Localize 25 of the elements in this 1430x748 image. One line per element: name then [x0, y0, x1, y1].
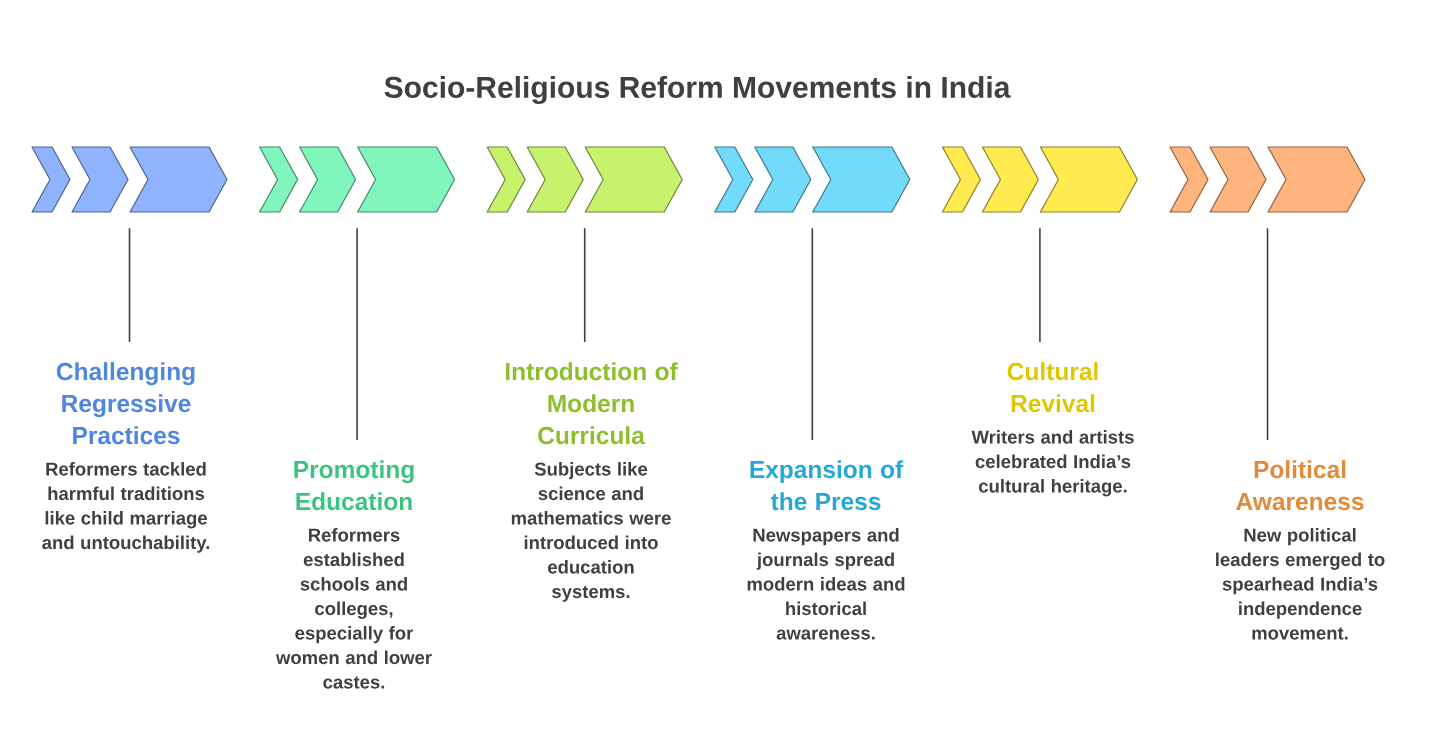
leader-line: [1266, 227, 1269, 441]
step-description: New political leaders emerged to spearhead India’s independence movement.: [1216, 528, 1385, 640]
step-description: Writers and artists celebrated India’s cultural heritage.: [971, 430, 1134, 497]
chevron-arrows: [714, 146, 911, 213]
chevron-arrows: [1169, 146, 1366, 213]
step-heading: Introduction of Modern Curricula: [505, 362, 678, 445]
step-heading: Expansion of the Press: [750, 460, 904, 511]
step-heading: Cultural Revival: [1007, 362, 1098, 413]
leader-line: [356, 227, 358, 441]
step-description: Subjects like science and mathematics were introduced into education systems.: [511, 462, 671, 602]
leader-line: [811, 227, 814, 441]
step-description: Reformers established schools and colleges, especially for women and lower castes.: [275, 528, 432, 689]
chevron-arrows: [31, 146, 228, 213]
leader-line: [128, 227, 131, 343]
chevron-arrows: [486, 146, 683, 213]
step-heading: Political Awareness: [1236, 460, 1364, 511]
leader-line: [1039, 227, 1041, 343]
chevron-arrows: [941, 146, 1138, 213]
step-heading: Promoting Education: [294, 460, 414, 511]
step-description: Reformers tackled harmful traditions like child marriage and untouchability.: [42, 462, 210, 553]
step-description: Newspapers and journals spread modern ideas and historical awareness.: [747, 528, 905, 640]
step-heading: Challenging Regressive Practices: [56, 362, 195, 445]
chevron-arrows: [259, 146, 456, 213]
title: Socio-Religious Reform Movements in India: [384, 75, 1011, 105]
leader-line: [583, 227, 586, 343]
